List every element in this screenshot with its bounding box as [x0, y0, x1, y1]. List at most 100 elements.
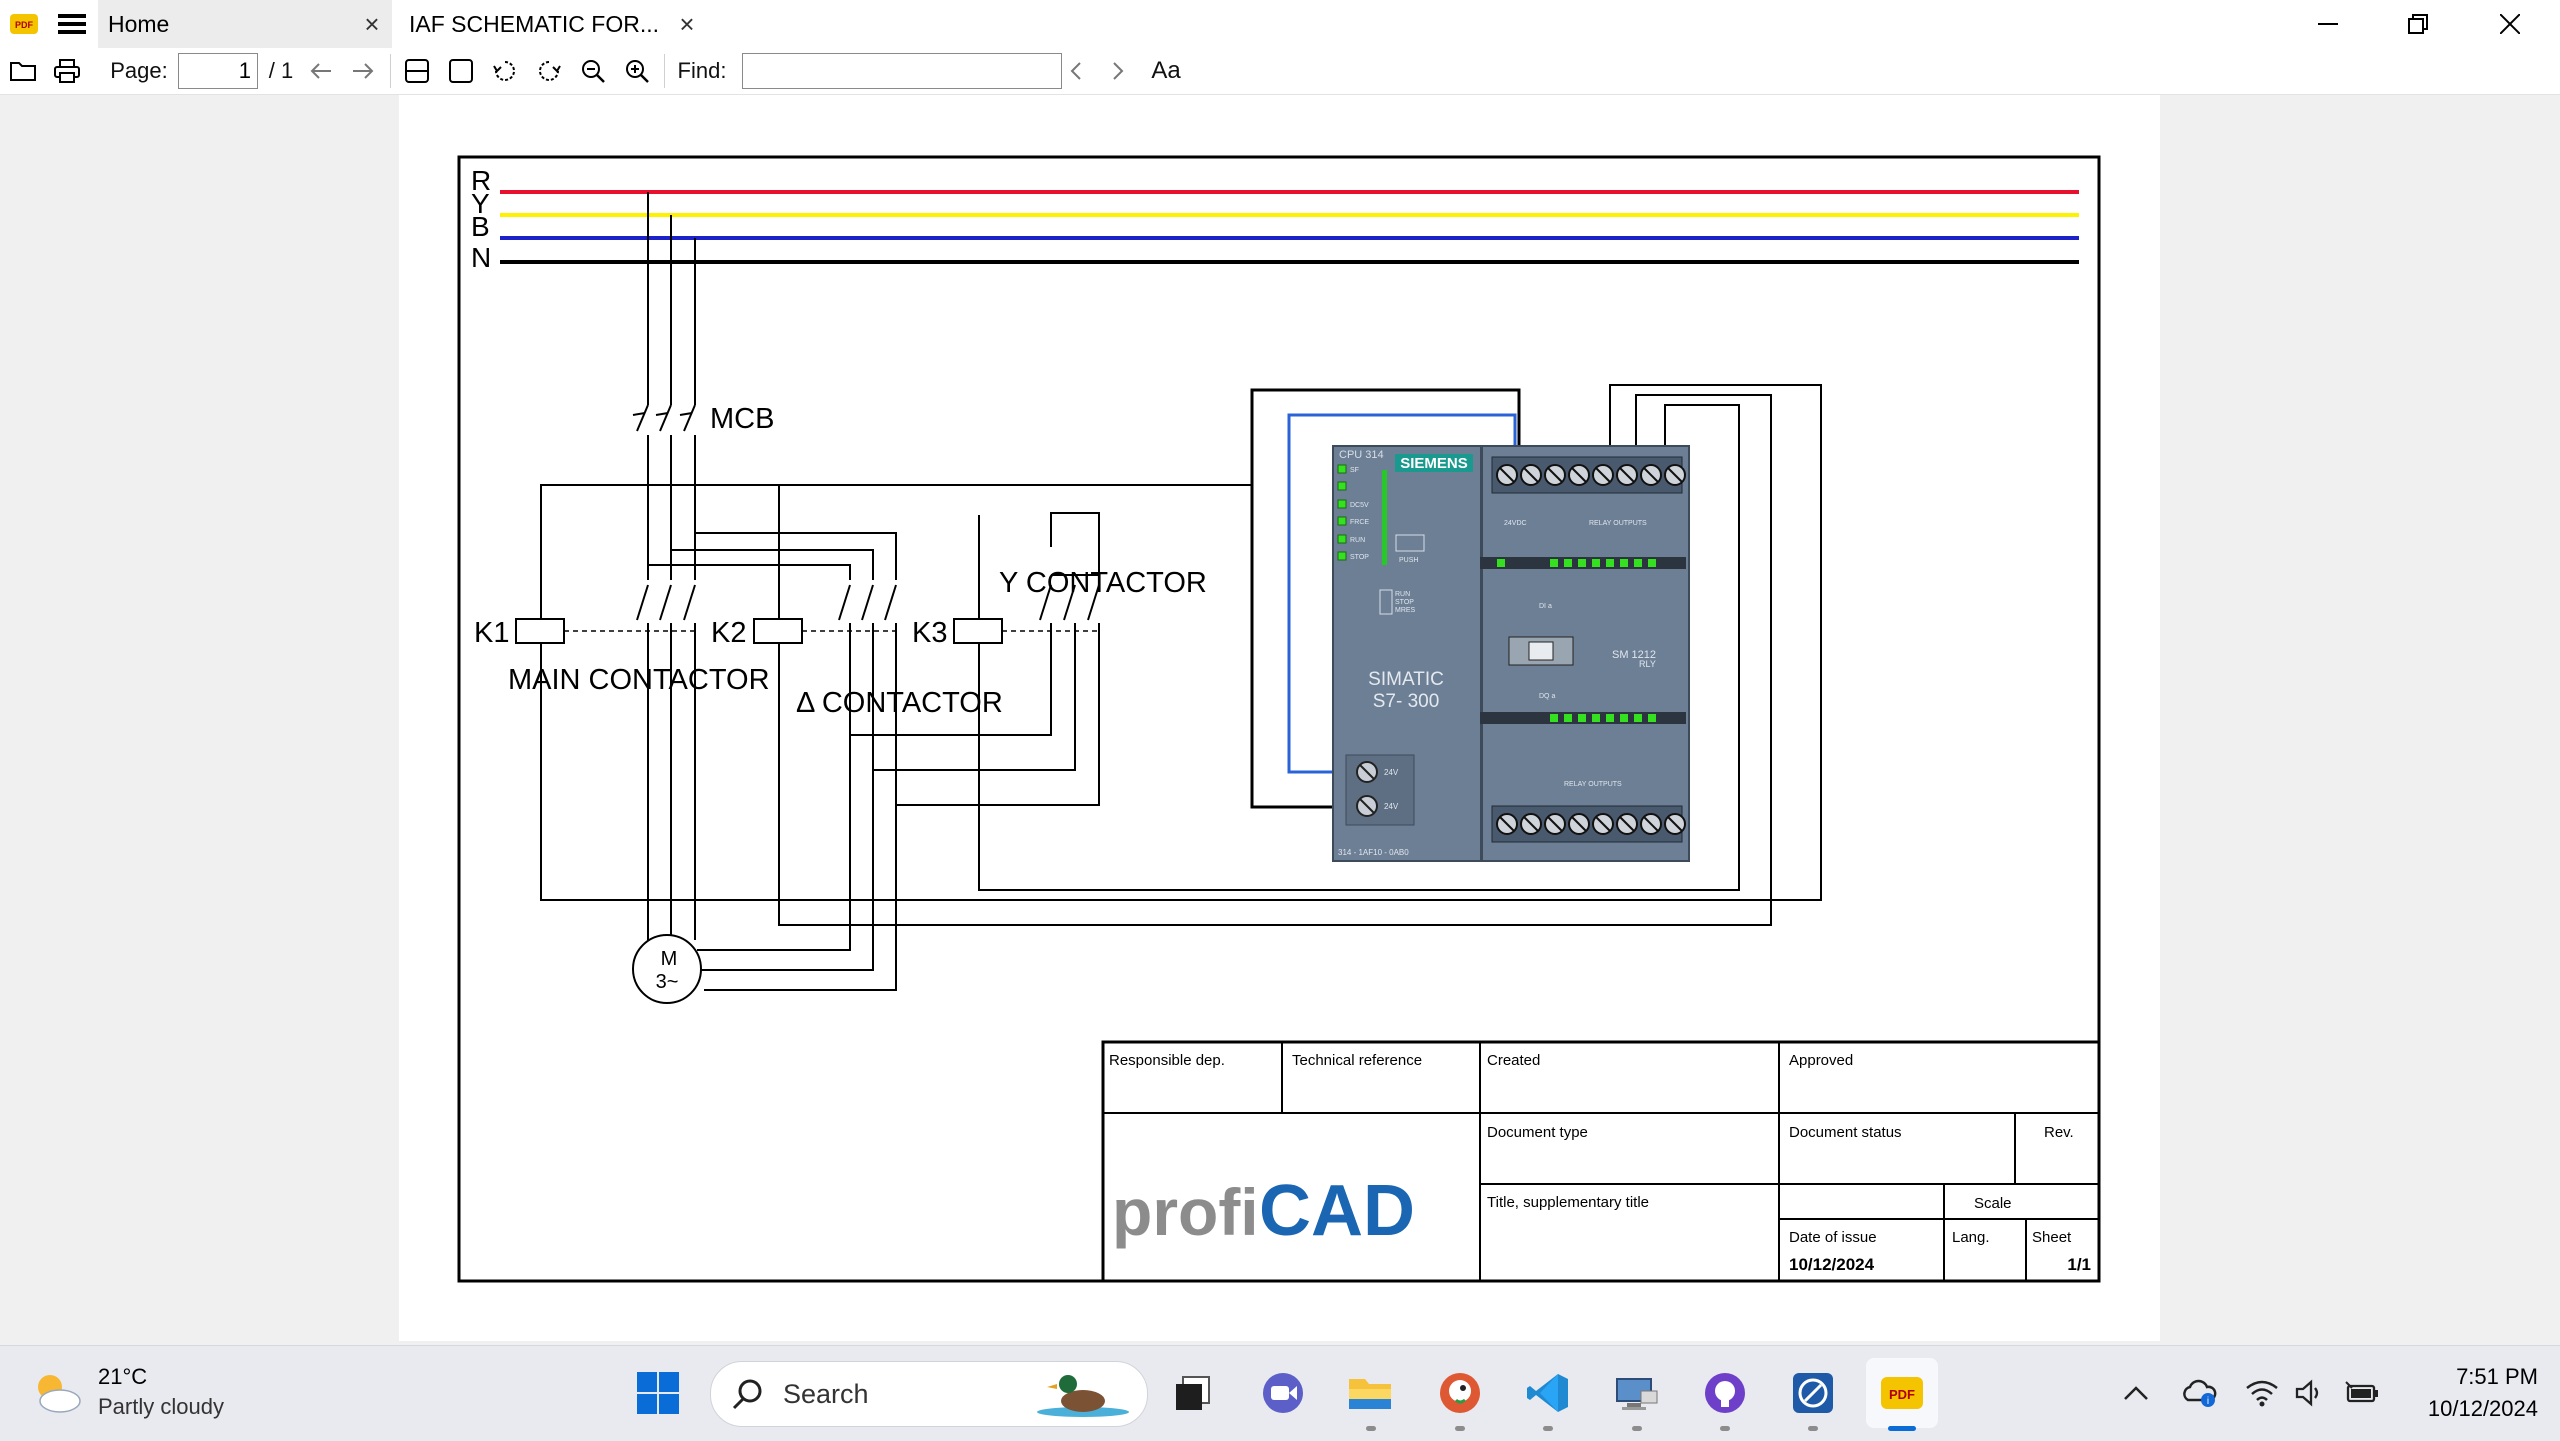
phase-buses: [500, 190, 2079, 264]
open-folder-icon[interactable]: [6, 48, 40, 94]
find-input[interactable]: [742, 53, 1062, 89]
task-view-icon[interactable]: [1165, 1368, 1221, 1418]
tab-label: Home: [108, 10, 170, 37]
phase-r-label: R: [471, 165, 491, 196]
minimize-button[interactable]: [2282, 0, 2374, 48]
tab-home[interactable]: Home ×: [98, 0, 392, 48]
github-desktop-icon[interactable]: [1697, 1368, 1753, 1418]
search-box[interactable]: Search: [710, 1361, 1148, 1427]
running-indicator: [1808, 1426, 1818, 1431]
svg-text:314 - 1AF10 - 0AB0: 314 - 1AF10 - 0AB0: [1338, 848, 1409, 857]
plc-cpu-module: CPU 314 SF DC5V FRCE RUN STOP PUSH: [1332, 445, 1482, 862]
approved-label: Approved: [1789, 1052, 1853, 1069]
clock[interactable]: 7:51 PM 10/12/2024: [2388, 1358, 2538, 1428]
remote-desktop-icon[interactable]: [1785, 1368, 1841, 1418]
page-label: Page:: [110, 58, 168, 83]
single-page-icon[interactable]: [444, 48, 478, 94]
siemens-logo: SIEMENS: [1400, 455, 1468, 472]
wifi-icon[interactable]: [2242, 1372, 2282, 1414]
partly-cloudy-icon: [38, 1375, 81, 1413]
svg-text:CAD: CAD: [1259, 1171, 1415, 1251]
vscode-icon[interactable]: [1520, 1368, 1576, 1418]
restore-button[interactable]: [2372, 0, 2464, 48]
motor-label-m: M: [661, 948, 678, 970]
document-status-label: Document status: [1789, 1124, 1902, 1141]
rotate-right-icon[interactable]: [532, 48, 566, 94]
star-contactor-label: Y CONTACTOR: [999, 567, 1207, 599]
find-label: Find:: [677, 58, 727, 83]
close-window-button[interactable]: [2464, 0, 2556, 48]
motor-label-phase: 3~: [656, 971, 679, 993]
onedrive-icon[interactable]: i: [2176, 1372, 2222, 1414]
print-icon[interactable]: [50, 48, 84, 94]
separator: [664, 54, 665, 88]
phase-y-label: Y: [471, 188, 490, 219]
toolbar: Page: / 1 Find: Aa: [0, 48, 2560, 95]
page-number-input[interactable]: [178, 53, 258, 89]
plc-io-module: SIEMENS 24VDC RELAY OUTPUTS: [1395, 445, 1690, 862]
technical-reference-label: Technical reference: [1292, 1052, 1422, 1069]
running-indicator: [1543, 1426, 1553, 1431]
page-total: / 1: [268, 58, 294, 83]
continuous-view-icon[interactable]: [400, 48, 434, 94]
motor-symbol: [632, 934, 702, 1004]
running-indicator: [1632, 1426, 1642, 1431]
svg-text:PUSH: PUSH: [1399, 557, 1418, 564]
svg-text:STOP: STOP: [1350, 554, 1369, 561]
rotate-left-icon[interactable]: [488, 48, 522, 94]
separator: [390, 54, 391, 88]
k3-label: K3: [912, 617, 947, 649]
search-placeholder: Search: [783, 1378, 869, 1409]
sheet-value: 1/1: [2067, 1255, 2091, 1274]
phase-b-label: B: [471, 211, 490, 242]
find-previous-icon[interactable]: [1062, 48, 1090, 94]
svg-text:FRCE: FRCE: [1350, 519, 1369, 526]
duckduckgo-icon[interactable]: [1432, 1368, 1488, 1418]
close-icon[interactable]: ×: [679, 8, 695, 39]
date-of-issue-label: Date of issue: [1789, 1229, 1877, 1246]
plc-model-label: SIMATIC: [1368, 669, 1444, 690]
network-icon[interactable]: [1608, 1368, 1664, 1418]
clock-time: 7:51 PM: [2456, 1364, 2538, 1389]
feeder-wiring: [540, 192, 1822, 991]
duck-illustration-icon: [1037, 1375, 1129, 1417]
close-icon[interactable]: ×: [364, 8, 380, 39]
phase-n-label: N: [471, 242, 491, 273]
find-next-icon[interactable]: [1104, 48, 1132, 94]
hamburger-menu-icon[interactable]: [52, 0, 92, 48]
sumatra-pdf-icon[interactable]: PDF: [6, 0, 42, 48]
volume-icon[interactable]: [2290, 1372, 2330, 1414]
weather-widget[interactable]: 21°C Partly cloudy: [30, 1360, 260, 1424]
plc-model-line2: S7- 300: [1373, 691, 1440, 712]
tab-document[interactable]: IAF SCHEMATIC FOR... ×: [397, 0, 707, 48]
chevron-up-icon[interactable]: [2116, 1372, 2156, 1414]
taskbar: 21°C Partly cloudy Search PDF: [0, 1345, 2560, 1441]
title-bar: PDF Home × IAF SCHEMATIC FOR... ×: [0, 0, 2560, 48]
windows-start-icon[interactable]: [628, 1368, 688, 1418]
tab-label: IAF SCHEMATIC FOR...: [409, 10, 660, 37]
running-indicator: [1720, 1426, 1730, 1431]
svg-text:RLY: RLY: [1639, 659, 1656, 669]
svg-text:RELAY OUTPUTS: RELAY OUTPUTS: [1589, 520, 1647, 527]
svg-text:PDF: PDF: [1889, 1387, 1915, 1402]
rev-label: Rev.: [2044, 1124, 2074, 1141]
io-module-label: SM 1212: [1612, 649, 1656, 661]
search-icon: [732, 1379, 762, 1410]
match-case-button[interactable]: Aa: [1151, 57, 1181, 84]
back-arrow-icon[interactable]: [306, 48, 336, 94]
main-contactor-label: MAIN CONTACTOR: [508, 664, 770, 696]
file-explorer-icon[interactable]: [1342, 1368, 1398, 1418]
meet-icon[interactable]: [1255, 1368, 1311, 1418]
svg-text:DQ a: DQ a: [1539, 693, 1555, 700]
sumatra-pdf-taskbar-icon[interactable]: PDF: [1866, 1358, 1938, 1428]
zoom-out-icon[interactable]: [576, 48, 610, 94]
clock-date: 10/12/2024: [2427, 1396, 2538, 1421]
scale-label: Scale: [1974, 1195, 2012, 1212]
document-viewport[interactable]: R Y B N: [0, 95, 2560, 1345]
battery-icon[interactable]: [2340, 1372, 2384, 1414]
created-label: Created: [1487, 1052, 1540, 1069]
zoom-in-icon[interactable]: [620, 48, 654, 94]
svg-text:24VDC: 24VDC: [1504, 520, 1527, 527]
mcb-label: MCB: [710, 403, 774, 435]
forward-arrow-icon[interactable]: [348, 48, 378, 94]
